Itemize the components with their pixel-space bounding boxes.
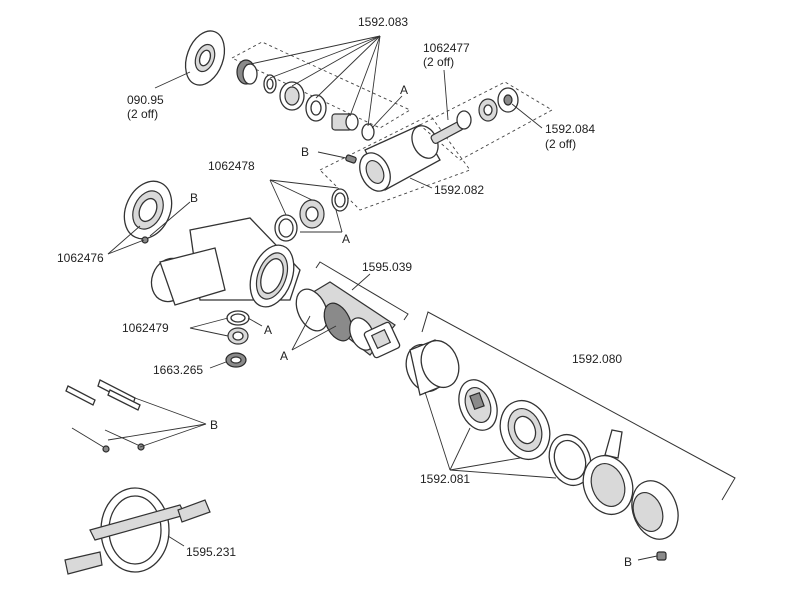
label-b-top: B (301, 145, 309, 159)
label-090-95: 090.95 (127, 93, 164, 107)
valve-body-1592-082 (359, 124, 441, 192)
part-labels: 1592.083 1062477 (2 off) 090.95 (2 off) … (57, 15, 632, 569)
label-1595-231: 1595.231 (186, 545, 236, 559)
grub-screw-b-left (141, 236, 149, 244)
flange-1062476 (123, 180, 173, 240)
wood-screws (71, 427, 145, 453)
grub-screw-b-top (345, 154, 357, 164)
seal-set-1062479 (226, 310, 250, 345)
kit-box-1592-084 (419, 81, 553, 161)
label-1592-084-qty: (2 off) (545, 137, 576, 151)
label-1592-082: 1592.082 (434, 183, 484, 197)
label-1595-039: 1595.039 (362, 260, 412, 274)
label-1592-080: 1592.080 (572, 352, 622, 366)
cartridge-1595-039 (295, 281, 401, 359)
wall-plugs (65, 379, 141, 411)
label-1592-081: 1592.081 (420, 472, 470, 486)
label-a-cartridge: A (280, 349, 288, 363)
bracket-1595-039 (315, 261, 409, 321)
label-1062476: 1062476 (57, 251, 104, 265)
main-valve-body (150, 217, 301, 308)
label-a-low: A (264, 323, 272, 337)
lever-handle (582, 429, 634, 516)
control-knob-cap (631, 480, 679, 540)
grub-screw-b-bottom (656, 551, 667, 561)
bracket-1592-080 (421, 311, 736, 501)
label-b-bottom: B (624, 555, 632, 569)
label-1592-083: 1592.083 (358, 15, 408, 29)
label-1062477-qty: (2 off) (423, 55, 454, 69)
wall-flange-090-95 (184, 30, 226, 86)
fitting-set-1592-083 (236, 59, 375, 141)
label-1062477: 1062477 (423, 41, 470, 55)
label-a-mid: A (342, 232, 350, 246)
label-090-95-qty: (2 off) (127, 107, 158, 121)
sleeve-1592-081 (458, 379, 498, 431)
check-valve-1592-084 (456, 87, 519, 130)
seal-1663-265 (225, 352, 247, 368)
label-1062479: 1062479 (122, 321, 169, 335)
label-1062478: 1062478 (208, 159, 255, 173)
adapter-1592-081 (499, 399, 551, 461)
leader-lines (107, 35, 658, 561)
label-a-top: A (400, 83, 408, 97)
label-b-fixings: B (210, 418, 218, 432)
retaining-ring-1592-081 (548, 433, 592, 487)
seal-set-1062478 (274, 188, 349, 242)
fitting-template-1595-231 (64, 487, 211, 575)
label-1592-084: 1592.084 (545, 122, 595, 136)
shroud-ring-1592-081 (405, 339, 460, 396)
label-1663-265: 1663.265 (153, 363, 203, 377)
label-b-left: B (190, 191, 198, 205)
